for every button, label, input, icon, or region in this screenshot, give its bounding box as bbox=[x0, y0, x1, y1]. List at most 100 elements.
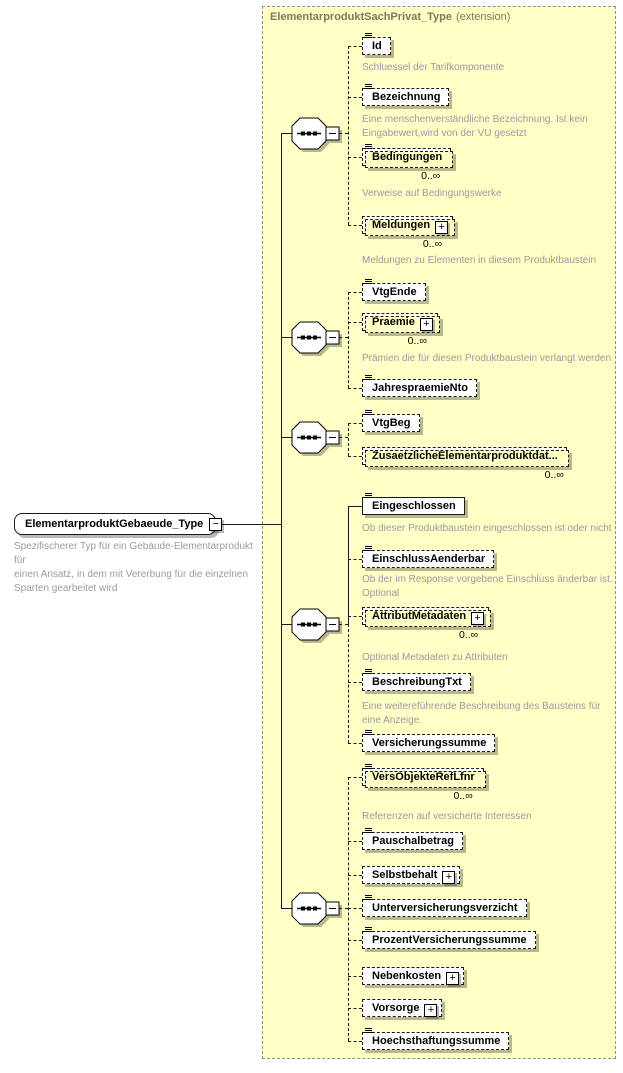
element-prozentversicherungssumme[interactable]: ProzentVersicherungssumme bbox=[362, 927, 536, 949]
connector-line bbox=[348, 875, 362, 876]
expand-icon[interactable]: + bbox=[419, 318, 433, 331]
text-content-icon bbox=[365, 410, 372, 411]
element-vtgbeg[interactable]: VtgBeg bbox=[362, 410, 420, 432]
element-label: AttributMetadaten bbox=[372, 610, 467, 622]
text-content-icon bbox=[365, 144, 372, 145]
sequence-icon[interactable] bbox=[291, 892, 342, 930]
root-element-label: ElementarproduktGebaeude_Type bbox=[25, 518, 204, 530]
element-selbstbehalt[interactable]: Selbstbehalt+ bbox=[362, 866, 461, 884]
annotation-beschreibungtxt: Eine weitereführende Beschreibung des Ba… bbox=[362, 701, 601, 726]
extension-title: ElementarproduktSachPrivat_Type(extensio… bbox=[270, 11, 510, 23]
connector-line bbox=[348, 292, 362, 293]
occurs-label: 0..∞ bbox=[453, 790, 473, 802]
sequence-icon[interactable] bbox=[291, 421, 342, 459]
connector-branch bbox=[348, 624, 349, 743]
root-element-elementarproduktgebaeude-type[interactable]: ElementarproduktGebaeude_Type − bbox=[14, 513, 223, 535]
text-content-icon bbox=[365, 669, 372, 670]
connector-line bbox=[348, 682, 362, 683]
annotation-bedingungen: Verweise auf Bedingungswerke bbox=[362, 188, 502, 199]
text-content-icon bbox=[365, 493, 372, 494]
element-vorsorge[interactable]: Vorsorge + bbox=[362, 999, 443, 1017]
element-label: JahrespraemieNto bbox=[372, 382, 468, 394]
element-label: VtgEnde bbox=[372, 286, 417, 298]
element-bezeichnung[interactable]: Bezeichnung bbox=[362, 84, 450, 106]
connector-line bbox=[348, 940, 362, 941]
annotation-bezeichnung: Eine menschenverständliche Bezeichnung. … bbox=[362, 114, 588, 139]
element-beschreibungtxt[interactable]: BeschreibungTxt bbox=[362, 669, 471, 691]
extension-type-name: ElementarproduktSachPrivat_Type bbox=[270, 11, 452, 23]
connector-line bbox=[348, 322, 362, 323]
sequence-icon[interactable] bbox=[291, 117, 342, 155]
text-content-icon bbox=[365, 828, 372, 829]
connector-line bbox=[348, 456, 362, 457]
occurs-label: 0..∞ bbox=[458, 629, 479, 641]
element-label: Hoechsthaftungssumme bbox=[372, 1035, 501, 1047]
element-versicherungssumme[interactable]: Versicherungssumme bbox=[362, 730, 496, 752]
connector-branch bbox=[348, 292, 349, 388]
connector-line bbox=[348, 46, 362, 47]
element-label: Bedingungen bbox=[372, 151, 443, 163]
element-id[interactable]: Id bbox=[362, 33, 391, 55]
expand-icon[interactable]: + bbox=[442, 871, 456, 884]
connector-line bbox=[281, 133, 292, 134]
connector-line bbox=[348, 743, 362, 744]
connector-line bbox=[348, 777, 362, 778]
connector-line bbox=[281, 337, 292, 338]
element-label: Meldungen bbox=[372, 219, 431, 231]
element-label: Pauschalbetrag bbox=[372, 835, 454, 847]
element-nebenkosten[interactable]: Nebenkosten+ bbox=[362, 967, 465, 985]
connector-line bbox=[348, 616, 362, 617]
connector-line bbox=[348, 506, 362, 507]
expand-icon[interactable]: + bbox=[424, 1004, 438, 1017]
connector-line bbox=[339, 133, 348, 134]
collapse-icon[interactable]: − bbox=[209, 518, 223, 531]
root-annotation: Spezifischerer Typ für ein Gebäude-Eleme… bbox=[14, 541, 253, 594]
expand-icon[interactable]: + bbox=[446, 972, 460, 985]
connector-line bbox=[348, 908, 362, 909]
element-unterversicherungsverzicht[interactable]: Unterversicherungsverzicht bbox=[362, 895, 527, 917]
element-label: Praemie bbox=[372, 316, 415, 328]
expand-icon[interactable]: + bbox=[471, 612, 485, 625]
element-pauschalbetrag[interactable]: Pauschalbetrag bbox=[362, 828, 463, 850]
connector-line bbox=[348, 423, 362, 424]
text-content-icon bbox=[365, 375, 372, 376]
connector-line bbox=[348, 841, 362, 842]
connector-line bbox=[348, 97, 362, 98]
expand-icon[interactable]: + bbox=[435, 221, 449, 234]
element-vtgende[interactable]: VtgEnde bbox=[362, 279, 426, 301]
element-label: Bezeichnung bbox=[372, 91, 441, 103]
connector-line bbox=[281, 437, 292, 438]
element-label: Versicherungssumme bbox=[372, 737, 487, 749]
element-eingeschlossen[interactable]: Eingeschlossen bbox=[362, 493, 465, 515]
element-hoechsthaftungssumme[interactable]: Hoechsthaftungssumme bbox=[362, 1028, 510, 1050]
sequence-icon[interactable] bbox=[291, 321, 342, 359]
connector-line bbox=[348, 1008, 362, 1009]
connector-line bbox=[348, 225, 362, 226]
element-meldungen[interactable]: Meldungen + 0..∞ bbox=[362, 216, 456, 250]
element-einschlussaenderbar[interactable]: EinschlussAenderbar bbox=[362, 546, 495, 568]
element-label: ZusaetzlicheElementarproduktdat... bbox=[372, 450, 558, 462]
connector-branch bbox=[348, 423, 349, 456]
annotation-praemie: Prämien die für diesen Produktbaustein v… bbox=[362, 353, 612, 364]
sequence-icon[interactable] bbox=[291, 608, 342, 646]
element-praemie[interactable]: Praemie+ 0..∞ bbox=[362, 313, 440, 347]
connector-line bbox=[339, 908, 348, 909]
element-label: Unterversicherungsverzicht bbox=[372, 902, 518, 914]
element-versobjekterreflfnr[interactable]: VersObjekteRefLfnr 0..∞ bbox=[362, 764, 486, 802]
annotation-einschlussaenderbar: Ob der im Response vorgebene Einschluss … bbox=[362, 574, 613, 599]
occurs-label: 0..∞ bbox=[422, 238, 443, 250]
connector-branch bbox=[348, 506, 349, 624]
extension-suffix: (extension) bbox=[455, 11, 511, 23]
element-bedingungen[interactable]: Bedingungen 0..∞ bbox=[362, 144, 454, 182]
text-content-icon bbox=[365, 764, 372, 765]
element-label: Vorsorge bbox=[372, 1002, 420, 1014]
element-label: BeschreibungTxt bbox=[372, 676, 462, 688]
element-zusaetzlicheelementarproduktdaten[interactable]: ZusaetzlicheElementarproduktdat... 0..∞ bbox=[362, 447, 569, 481]
element-jahrespraemiento[interactable]: JahrespraemieNto bbox=[362, 375, 477, 397]
connector-line bbox=[348, 976, 362, 977]
text-content-icon bbox=[365, 730, 372, 731]
annotation-id: Schluessel der Tarifkomponente bbox=[362, 62, 505, 73]
connector-branch bbox=[348, 777, 349, 1041]
element-attributmetadaten[interactable]: AttributMetadaten + 0..∞ bbox=[362, 607, 492, 641]
